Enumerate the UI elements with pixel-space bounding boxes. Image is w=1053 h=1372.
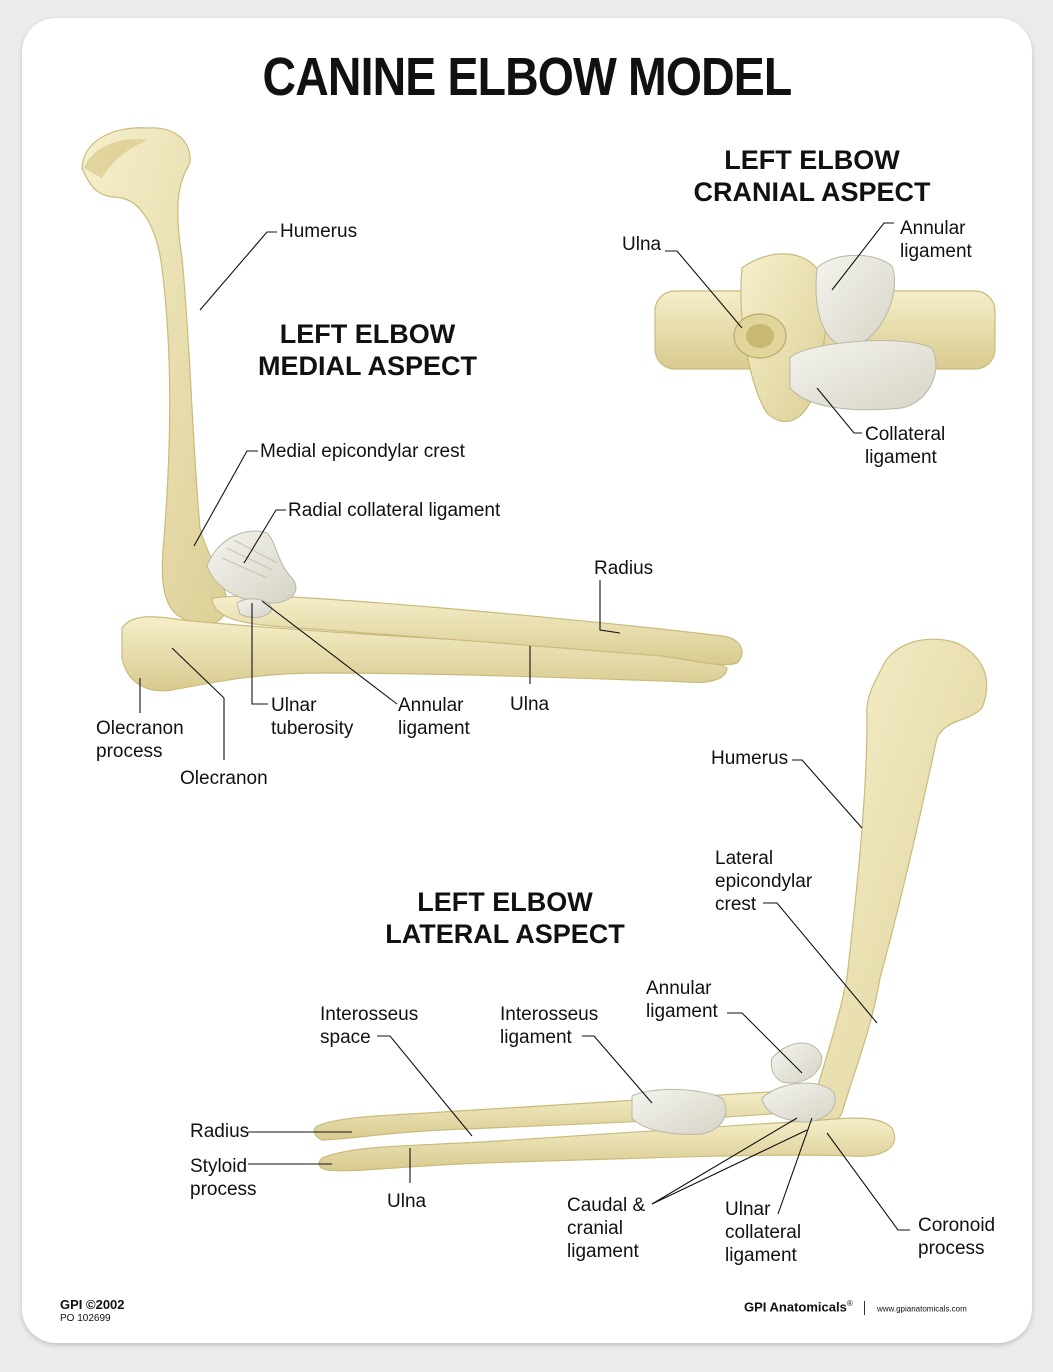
label-lateral-epicondylar-crest: Lateral epicondylar crest <box>715 847 812 916</box>
label-cranial-collateral-ligament-line2: ligament <box>865 447 937 468</box>
medial-heading: LEFT ELBOW MEDIAL ASPECT <box>250 318 485 382</box>
medial-aspect-model <box>81 127 743 692</box>
label-interosseus-space: Interosseus space <box>320 1003 418 1049</box>
cranial-collateral-ligament <box>789 340 937 411</box>
label-styloid-process: Styloid process <box>190 1155 257 1201</box>
lateral-heading-line1: LEFT ELBOW <box>417 887 593 917</box>
cranial-heading: LEFT ELBOW CRANIAL ASPECT <box>687 144 937 208</box>
label-lateral-annular-ligament: Annular ligament <box>646 977 718 1023</box>
label-coronoid-process-line1: Coronoid <box>918 1215 996 1236</box>
brand-name: GPI Anatomicals <box>744 1299 847 1315</box>
label-ulnar-collateral-ligament-line2: collateral <box>725 1222 802 1243</box>
copyright-text: GPI ©2002 <box>60 1297 125 1312</box>
footer-divider <box>864 1300 866 1315</box>
label-interosseus-ligament-line1: Interosseus <box>500 1004 599 1025</box>
label-olecranon-process: Olecranon process <box>96 717 184 763</box>
lateral-interosseus-ligament <box>631 1089 727 1135</box>
medial-humerus-bone <box>81 127 228 626</box>
label-medial-annular-ligament-line1: Annular <box>398 695 464 716</box>
label-lateral-radius: Radius <box>190 1121 250 1142</box>
label-styloid-process-line2: process <box>190 1179 257 1200</box>
cranial-aspect-model <box>654 253 996 422</box>
label-olecranon-process-line2: process <box>96 741 163 762</box>
label-coronoid-process: Coronoid process <box>918 1214 995 1260</box>
label-coronoid-process-line2: process <box>918 1238 985 1259</box>
label-cranial-annular-ligament-line1: Annular <box>900 218 966 239</box>
label-interosseus-space-line2: space <box>320 1027 371 1048</box>
page-title: CANINE ELBOW MODEL <box>262 47 793 107</box>
lateral-heading: LEFT ELBOW LATERAL ASPECT <box>380 886 630 950</box>
label-lateral-epicondylar-crest-line1: Lateral <box>715 848 774 869</box>
label-medial-humerus: Humerus <box>280 221 358 242</box>
label-medial-annular-ligament-line2: ligament <box>398 718 470 739</box>
lateral-annular-ligament <box>770 1042 823 1084</box>
lateral-ulna-bone <box>318 1117 896 1172</box>
label-lateral-humerus: Humerus <box>711 748 789 769</box>
lateral-aspect-model <box>313 638 988 1172</box>
label-interosseus-space-line1: Interosseus <box>320 1004 419 1025</box>
lateral-ulnar-collateral-ligament <box>761 1082 836 1123</box>
label-ulnar-collateral-ligament-line1: Ulnar <box>725 1199 771 1220</box>
cranial-annular-ligament <box>815 254 896 349</box>
medial-heading-line1: LEFT ELBOW <box>279 319 456 349</box>
label-olecranon: Olecranon <box>180 768 268 789</box>
po-number: PO 102699 <box>60 1313 111 1324</box>
footer-brand: GPI Anatomicals® www.gpianatomicals.com <box>744 1299 967 1315</box>
label-cranial-annular-ligament-line2: ligament <box>900 241 972 262</box>
registered-mark: ® <box>846 1299 853 1308</box>
label-ulnar-collateral-ligament-line3: ligament <box>725 1245 797 1266</box>
label-medial-radius: Radius <box>594 558 654 579</box>
label-caudal-cranial-ligament-line1: Caudal & <box>567 1195 646 1216</box>
label-ulnar-tuberosity-line2: tuberosity <box>271 718 354 739</box>
cranial-heading-line2: CRANIAL ASPECT <box>693 177 931 207</box>
label-cranial-annular-ligament: Annular ligament <box>900 217 972 263</box>
label-ulnar-tuberosity: Ulnar tuberosity <box>271 694 353 740</box>
label-lateral-epicondylar-crest-line3: crest <box>715 894 757 915</box>
leader-lines <box>139 222 910 1231</box>
anatomy-card: CANINE ELBOW MODEL <box>22 18 1032 1343</box>
label-ulnar-tuberosity-line1: Ulnar <box>271 695 317 716</box>
label-lateral-annular-ligament-line2: ligament <box>646 1001 718 1022</box>
brand-url: www.gpianatomicals.com <box>876 1304 967 1314</box>
lateral-heading-line2: LATERAL ASPECT <box>385 919 625 949</box>
illustration <box>81 127 996 1231</box>
label-cranial-collateral-ligament-line1: Collateral <box>865 424 946 445</box>
label-lateral-ulna: Ulna <box>387 1191 427 1212</box>
label-lateral-annular-ligament-line1: Annular <box>646 978 712 999</box>
label-caudal-cranial-ligament-line3: ligament <box>567 1241 639 1262</box>
medial-heading-line2: MEDIAL ASPECT <box>257 351 478 381</box>
label-caudal-cranial-ligament-line2: cranial <box>567 1218 623 1239</box>
footer-copyright: GPI ©2002 PO 102699 <box>60 1297 125 1324</box>
label-interosseus-ligament: Interosseus ligament <box>500 1003 598 1049</box>
label-interosseus-ligament-line2: ligament <box>500 1027 572 1048</box>
label-ulnar-collateral-ligament: Ulnar collateral ligament <box>725 1198 801 1267</box>
label-caudal-cranial-ligament: Caudal & cranial ligament <box>567 1194 645 1263</box>
lateral-humerus-bone <box>811 638 988 1127</box>
label-styloid-process-line1: Styloid <box>190 1156 248 1177</box>
label-cranial-ulna: Ulna <box>622 234 662 255</box>
label-cranial-collateral-ligament: Collateral ligament <box>865 423 945 469</box>
label-medial-epicondylar-crest: Medial epicondylar crest <box>260 441 465 462</box>
label-lateral-epicondylar-crest-line2: epicondylar <box>715 871 813 892</box>
medial-ulna-bone <box>121 616 728 692</box>
cranial-heading-line1: LEFT ELBOW <box>724 145 900 175</box>
label-olecranon-process-line1: Olecranon <box>96 718 184 739</box>
label-medial-ulna: Ulna <box>510 694 550 715</box>
label-radial-collateral-ligament: Radial collateral ligament <box>288 500 501 521</box>
medial-radius-bone <box>211 595 743 666</box>
label-medial-annular-ligament: Annular ligament <box>398 694 470 740</box>
